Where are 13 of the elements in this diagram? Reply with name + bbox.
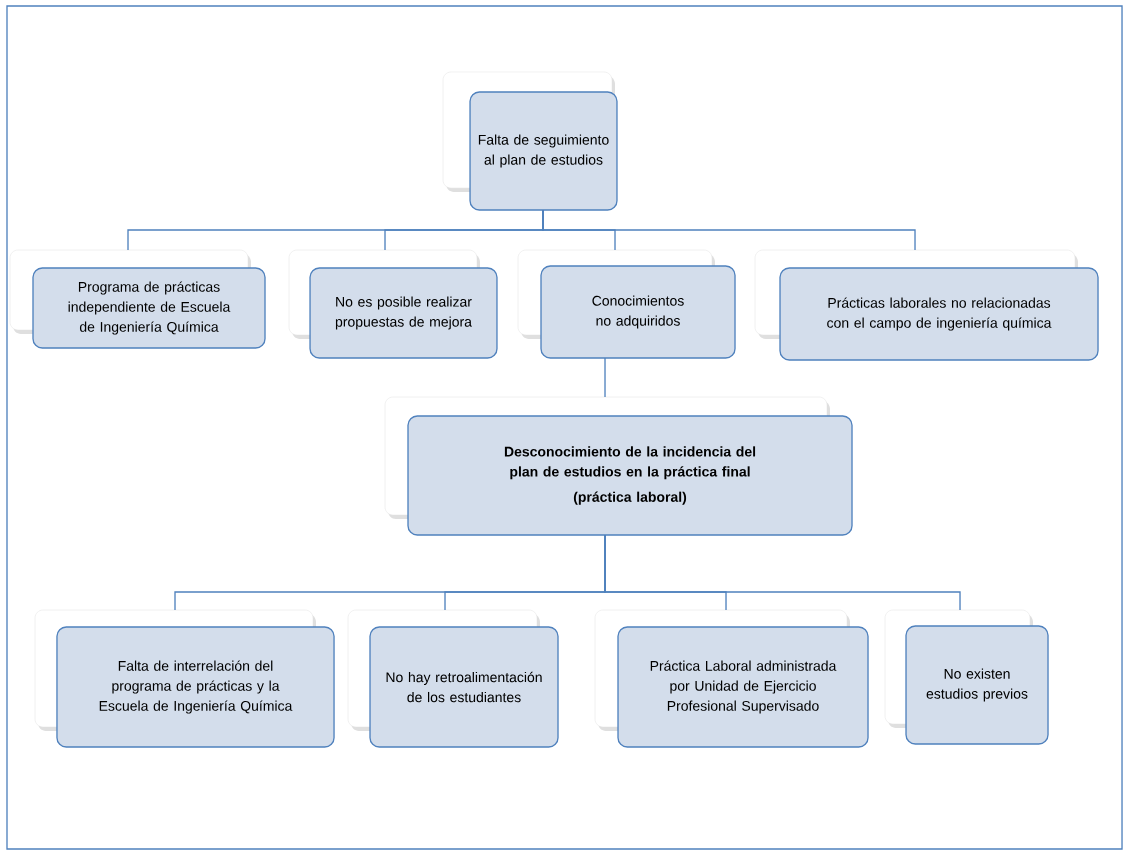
text-box: Conocimientos no adquiridos [517,249,736,359]
text-box: No existen estudios previos [884,609,1049,745]
connector-line [604,534,961,611]
text-box: Prácticas laborales no relacionadas con el campo de ingeniería química [754,249,1099,361]
text-box: No es posible realizar propuestas de mejora [288,249,498,359]
text-box: Desconocimiento de la incidencia del plan de estudios en la práctica final (práctica laboral) [384,396,853,536]
text-box: Programa de prácticas independiente de Escuela de Ingeniería Química [9,249,266,349]
text-box: Falta de seguimiento al plan de estudios [442,71,618,211]
connector-line [542,209,916,251]
text-box: Práctica Laboral administrada por Unidad de Ejercicio Profesional Supervisado [594,609,869,748]
connector-line [604,357,606,398]
text-box: No hay retroalimentación de los estudiantes [347,609,559,748]
text-box: Falta de interrelación del programa de prácticas y la Escuela de Ingeniería Química [34,609,335,748]
